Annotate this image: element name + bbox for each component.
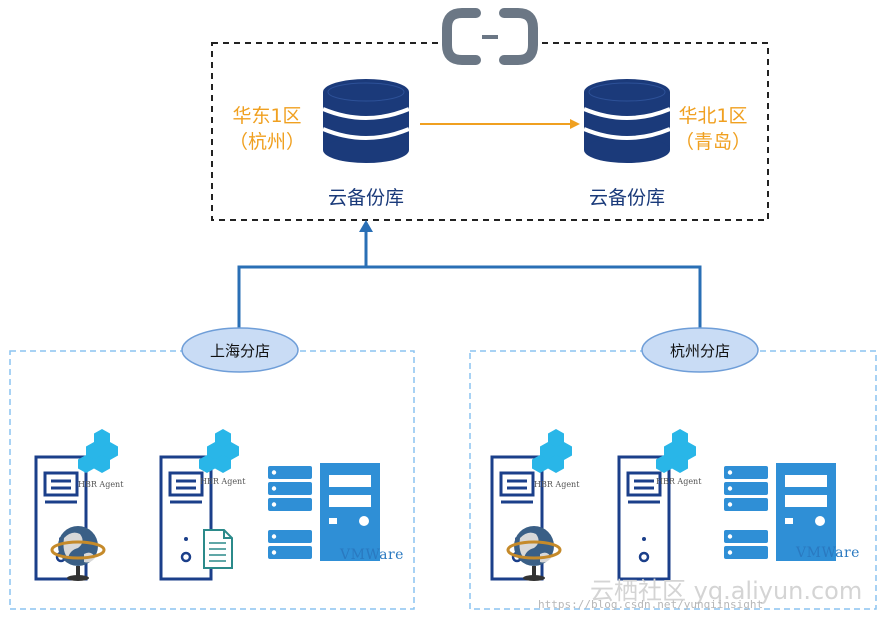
region-label-north-line1: 华北1区 — [678, 105, 748, 127]
rack-server-icon — [268, 530, 312, 543]
rack-server-icon — [724, 498, 768, 511]
aliyun-bracket-logo-icon — [440, 8, 540, 65]
branch-badge-hangzhou — [641, 327, 759, 373]
replication-arrow — [420, 119, 580, 129]
branch-name-shanghai: 上海分店 — [209, 342, 270, 360]
agent-label: HBR Agent — [656, 477, 702, 486]
cloud-backup-vault-icon-left — [321, 77, 411, 165]
region-label-east-line2: （杭州） — [228, 131, 305, 153]
hbr-agent-icon — [78, 429, 118, 473]
rack-server-icon — [724, 482, 768, 495]
server-tower-icon — [617, 455, 671, 581]
upload-connector-lines — [237, 220, 702, 338]
hbr-agent-icon — [656, 429, 696, 473]
vmware-label: VMWare — [796, 545, 860, 561]
vault-label-left: 云备份库 — [327, 187, 404, 209]
hbr-agent-icon — [199, 429, 239, 473]
cloud-backup-vault-icon-right — [582, 77, 672, 165]
region-label-north: 华北1区 （青岛） — [668, 103, 758, 155]
rack-server-icon — [268, 466, 312, 479]
agent-label: HBR Agent — [78, 480, 124, 489]
agent-label: HBR Agent — [534, 480, 580, 489]
agent-label: HBR Agent — [200, 477, 246, 486]
region-label-east-line1: 华东1区 — [232, 105, 302, 127]
rack-server-icon — [268, 482, 312, 495]
rack-server-icon — [724, 546, 768, 559]
rack-server-icon — [724, 466, 768, 479]
watermark-url: https://blog.csdn.net/yunqiinsight — [538, 598, 764, 611]
branch-name-hangzhou: 杭州分店 — [669, 342, 730, 360]
hbr-agent-icon — [532, 429, 572, 473]
rack-server-icon — [268, 546, 312, 559]
rack-server-icon — [724, 530, 768, 543]
region-label-east: 华东1区 （杭州） — [222, 103, 312, 155]
vmware-label: VMWare — [340, 547, 404, 563]
vault-label-right: 云备份库 — [588, 187, 665, 209]
branch-badge-shanghai — [181, 327, 299, 373]
rack-server-icon — [268, 498, 312, 511]
region-label-north-line2: （青岛） — [674, 131, 751, 153]
document-icon — [203, 529, 233, 569]
watermark-brand: 云栖社区 yq.aliyun.com — [590, 577, 863, 605]
